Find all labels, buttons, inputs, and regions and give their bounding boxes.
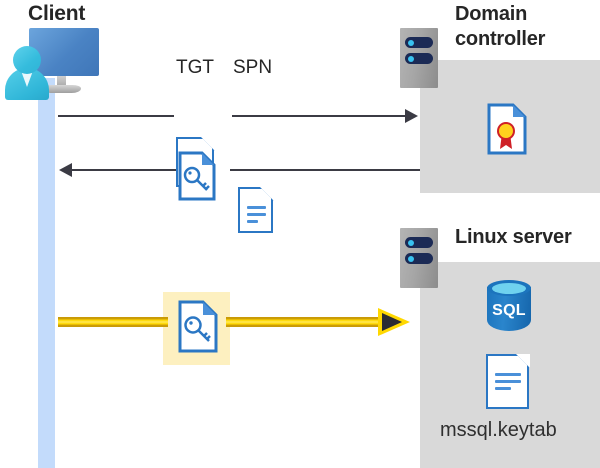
tgt-label: TGT: [176, 57, 214, 78]
certificate-icon: [487, 103, 527, 155]
desktop-user-icon: [5, 28, 101, 100]
linux-server-title: Linux server: [455, 226, 572, 248]
monitor-neck: [57, 76, 66, 87]
page-fold-white: [200, 136, 215, 151]
linux-server-rack-icon: [400, 228, 438, 288]
service-ticket-line-segment-left: [58, 317, 168, 327]
server-bar-bottom: [405, 253, 433, 264]
sql-cylinder-top-inner: [492, 283, 526, 294]
server-bar-bottom: [405, 53, 433, 64]
keytab-document-icon: [486, 353, 530, 409]
domain-controller-title-line1: Domain: [455, 3, 528, 25]
request-line-segment-left: [58, 115, 174, 117]
monitor-base: [43, 85, 81, 93]
key-document-icon-service-ticket: [178, 300, 218, 353]
response-arrowhead: [59, 163, 72, 177]
domain-controller-server-rack-icon: [400, 28, 438, 88]
spn-label: SPN: [233, 57, 273, 78]
key-document-icon-response: [178, 151, 216, 201]
document-lines: [495, 373, 521, 394]
client-title: Client: [28, 2, 86, 25]
request-line-segment-right: [232, 115, 405, 117]
client-lifeline: [38, 78, 55, 468]
server-bar-top: [405, 237, 433, 248]
sql-label: SQL: [492, 302, 526, 319]
page-fold-white: [515, 353, 530, 368]
response-line-segment-left: [72, 169, 176, 171]
document-lines: [247, 206, 266, 227]
service-ticket-arrowhead: [378, 303, 410, 341]
server-bar-top: [405, 37, 433, 48]
response-line-segment-right: [230, 169, 420, 171]
person-head: [13, 46, 41, 74]
sql-database-icon: SQL: [483, 278, 535, 338]
domain-controller-title-line2: controller: [455, 28, 546, 50]
spn-document-icon: [238, 186, 274, 233]
request-arrowhead: [405, 109, 418, 123]
domain-controller-title: Domain controller: [455, 2, 585, 52]
service-ticket-line-segment-right: [226, 317, 384, 327]
keytab-filename-label: mssql.keytab: [440, 419, 557, 441]
page-fold-white: [259, 186, 274, 201]
monitor-screen: [29, 28, 99, 76]
